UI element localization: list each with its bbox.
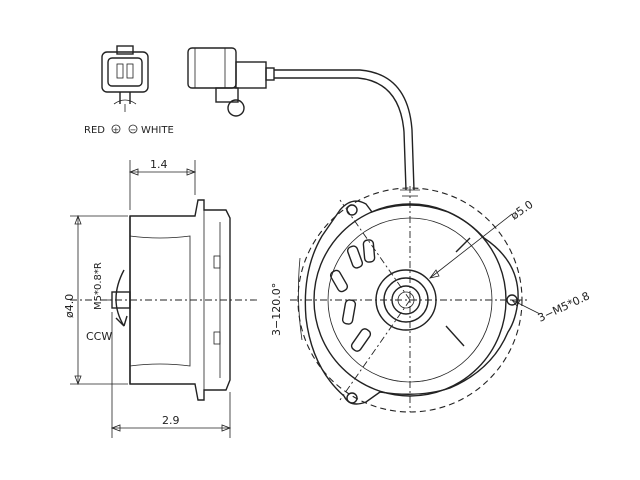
rotation-label: CCW (86, 330, 112, 343)
plug-connector (187, 47, 275, 117)
motor-cable (274, 69, 420, 197)
plus-terminal-icon (111, 124, 121, 134)
minus-terminal-icon (128, 124, 138, 134)
side-view (70, 199, 260, 401)
plus-symbol: + (113, 126, 120, 135)
front-view (290, 186, 541, 413)
red-wire-label: RED (84, 125, 105, 136)
dim-overall (110, 312, 232, 438)
mount-thread-label: 3−M5*0.8 (536, 289, 592, 324)
diameter-dimension: ø4.0 (63, 294, 76, 318)
overall-dimension: 2.9 (162, 414, 180, 427)
connector-pinout (101, 45, 149, 112)
dim-diameter (70, 214, 128, 386)
hole-diameter-label: ø5.0 (508, 198, 535, 223)
width-dimension: 1.4 (150, 158, 168, 171)
dim-width (128, 160, 197, 210)
white-wire-label: WHITE (141, 125, 174, 136)
shaft-thread-label: M5*0.8*R (93, 262, 104, 310)
mount-spacing-label: 3−120.0° (270, 283, 283, 336)
minus-symbol: − (130, 126, 137, 135)
